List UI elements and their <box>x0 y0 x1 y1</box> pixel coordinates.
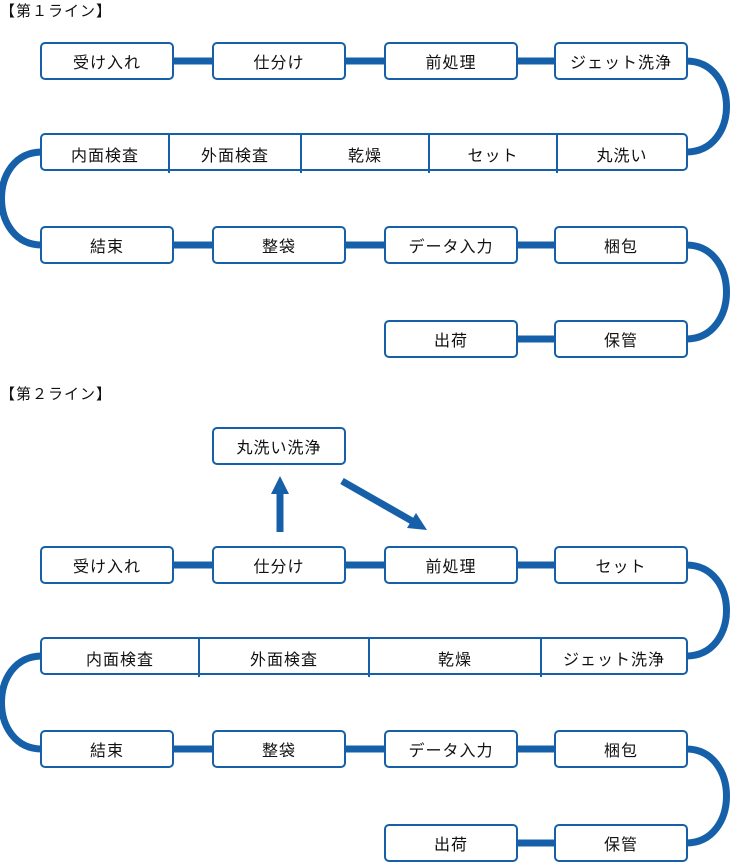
line2-step-sorting: 仕分け <box>212 546 346 584</box>
line1-step-bagging: 整袋 <box>212 226 346 264</box>
line2-step-inner-inspection: 内面検査 <box>85 650 154 669</box>
line1-step-receiving: 受け入れ <box>40 42 174 80</box>
line1-step-storage: 保管 <box>554 320 688 358</box>
line1-step-pretreatment: 前処理 <box>384 42 518 80</box>
line2-step-shipping: 出荷 <box>384 824 518 862</box>
connector-curve <box>685 57 730 156</box>
line1-step-full-wash: 丸洗い <box>556 135 686 173</box>
line1-step-data-entry: データ入力 <box>384 226 518 264</box>
line2-step-data-entry: データ入力 <box>384 730 518 768</box>
line2-step-set: セット <box>554 546 688 584</box>
connector-curve <box>685 745 730 847</box>
line1-step-set: セット <box>428 135 556 173</box>
line2-step-pretreatment: 前処理 <box>384 546 518 584</box>
line2-step-binding: 結束 <box>40 730 174 768</box>
line1-step-drying: 乾燥 <box>300 135 428 173</box>
line1-step-inner-inspection: 内面検査 <box>70 146 139 165</box>
arrow-diagonal-shaft <box>340 477 414 525</box>
connector-curve <box>685 241 730 343</box>
line1-step-jet-wash: ジェット洗浄 <box>554 42 688 80</box>
line2-step-packing: 梱包 <box>554 730 688 768</box>
line2-step-receiving: 受け入れ <box>40 546 174 584</box>
arrow-up-head <box>271 476 289 494</box>
line1-step-shipping: 出荷 <box>384 320 518 358</box>
line2-step-outer-inspection: 外面検査 <box>198 639 368 677</box>
line2-heading: 【第２ライン】 <box>0 385 113 403</box>
arrow-diagonal-head <box>407 513 427 530</box>
line2-step-bagging: 整袋 <box>212 730 346 768</box>
line2-step-drying: 乾燥 <box>368 639 540 677</box>
line2-inspection-group: 内面検査 外面検査 乾燥 ジェット洗浄 <box>40 637 688 677</box>
line1-inspection-group: 内面検査 外面検査 乾燥 セット 丸洗い <box>40 133 688 173</box>
line1-step-binding: 結束 <box>40 226 174 264</box>
connector-curve <box>685 561 730 660</box>
line1-heading: 【第１ライン】 <box>0 2 113 20</box>
line1-step-outer-inspection: 外面検査 <box>168 135 300 173</box>
line2-step-storage: 保管 <box>554 824 688 862</box>
line2-step-jet-wash: ジェット洗浄 <box>540 639 686 677</box>
line1-step-sorting: 仕分け <box>212 42 346 80</box>
connector-curve <box>0 148 43 249</box>
connector-curve <box>0 652 43 753</box>
line2-step-full-wash-branch: 丸洗い洗浄 <box>212 427 346 465</box>
line1-step-packing: 梱包 <box>554 226 688 264</box>
